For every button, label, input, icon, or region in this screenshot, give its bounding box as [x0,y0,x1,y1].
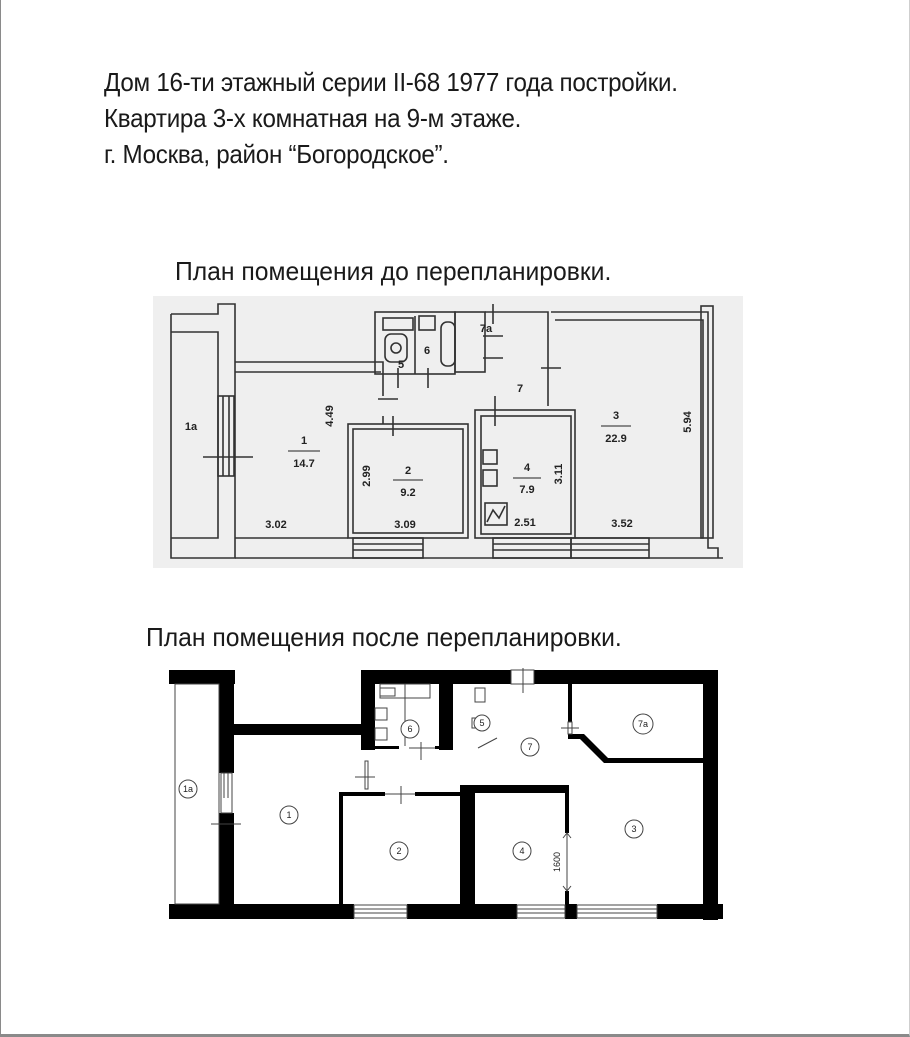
room-label-5: 5 [398,359,404,371]
header-line-building: Дом 16-ти этажный серии II-68 1977 года … [104,67,678,97]
room-label-2: 2 [396,846,401,856]
plan-after-title: План помещения после перепланировки. [146,622,622,652]
floor-plan-after-drawing: 1a 1 2 3 4 5 6 7 7a 1600 [169,668,723,920]
room-label-4: 4 [524,462,531,474]
room-label-5: 5 [479,718,484,728]
dim-room2-height: 2.99 [361,465,373,486]
room-area-3: 22.9 [605,433,626,445]
room-label-3: 3 [613,410,619,422]
room-label-1: 1 [286,810,291,820]
room-label-4: 4 [519,846,524,856]
floor-plan-after: 1a 1 2 3 4 5 6 7 7a 1600 [167,668,727,922]
dim-room4-width: 2.51 [514,517,535,529]
dim-room1-height: 4.49 [324,405,336,426]
room-label-7a: 7a [638,719,648,729]
floor-plan-before-drawing: 1a 1 14.7 4.49 3.02 2 9.2 2.99 3.09 3 22… [170,303,723,559]
plan-before-title: План помещения до перепланировки. [175,256,612,286]
dim-room3-height: 5.94 [682,410,694,432]
room-label-1a: 1a [185,421,198,433]
dim-room2-width: 3.09 [394,519,415,531]
room-label-6: 6 [407,724,412,734]
dim-room4-height: 3.11 [553,464,565,485]
room-label-7a: 7a [480,323,493,335]
header-line-apartment: Квартира 3-х комнатная на 9-м этаже. [104,103,522,133]
floor-plan-before: 1a 1 14.7 4.49 3.02 2 9.2 2.99 3.09 3 22… [153,296,743,568]
room-label-2: 2 [405,465,411,477]
dim-room1-width: 3.02 [265,519,286,531]
dim-room3-width: 3.52 [611,518,632,530]
room-label-6: 6 [424,345,430,357]
header-line-location: г. Москва, район “Богородское”. [104,139,449,169]
document-header: Дом 16-ти этажный серии II-68 1977 года … [104,64,721,172]
room-label-7: 7 [527,742,532,752]
room-area-1: 14.7 [293,458,314,470]
room-label-7: 7 [517,383,523,395]
room-label-3: 3 [631,824,636,834]
dimension-label: 1600 [552,852,562,872]
room-area-4: 7.9 [519,484,534,496]
room-label-1: 1 [301,435,307,447]
room-label-1a: 1a [183,784,193,794]
room-area-2: 9.2 [400,487,415,499]
